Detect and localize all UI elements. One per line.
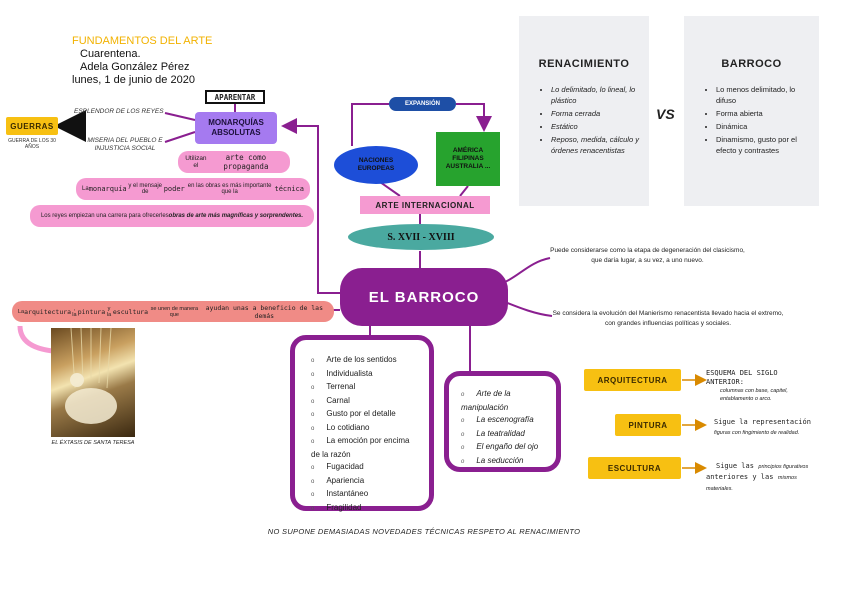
naciones-ellipse: NACIONES EUROPEAS bbox=[334, 146, 418, 184]
list-item: Instantáneo bbox=[311, 488, 419, 502]
pintura-box: PINTURA bbox=[615, 414, 681, 436]
footer-note: NO SUPONE DEMASIADAS NOVEDADES TÉCNICAS … bbox=[267, 527, 581, 536]
ren-item: Forma cerrada bbox=[551, 108, 641, 119]
renacimiento-panel: RENACIMIENTO Lo delimitado, lo lineal, l… bbox=[519, 16, 649, 206]
int-c: , la bbox=[72, 305, 77, 318]
int-b: arquitectura bbox=[24, 307, 72, 316]
pill-propaganda: Utilizan el arte como propaganda bbox=[178, 151, 290, 173]
escultura-box: ESCULTURA bbox=[588, 457, 681, 479]
el-barroco-title: EL BARROCO bbox=[340, 268, 508, 326]
renacimiento-title: RENACIMIENTO bbox=[538, 58, 630, 70]
list-item: Arte de la manipulación bbox=[461, 388, 550, 414]
note-manierismo: Se considera la evolución del Manierismo… bbox=[552, 310, 784, 327]
arquitectura-box: ARQUITECTURA bbox=[584, 369, 681, 391]
list-item: La escenografía bbox=[461, 414, 550, 428]
pill2-e: en las obras es más importante que la bbox=[187, 183, 272, 195]
guerras-sub: GUERRA DE LOS 30 AÑOS bbox=[8, 138, 56, 150]
list-item: Lo cotidiano bbox=[311, 422, 419, 436]
pill2-c: y el mensaje de bbox=[128, 183, 162, 195]
pill2-f: técnica bbox=[274, 185, 304, 193]
header-line2: Adela González Pérez bbox=[80, 61, 190, 73]
list-item: Terrenal bbox=[311, 381, 419, 395]
barroco-title: BARROCO bbox=[721, 58, 782, 70]
list-item: Fugacidad bbox=[311, 461, 419, 475]
arq-note-a: ESQUEMA DEL SIGLO ANTERIOR: bbox=[706, 369, 778, 386]
barroco-panel: BARROCO Lo menos delimitado, lo difuso F… bbox=[684, 16, 819, 206]
monarquias-box: MONARQUÍAS ABSOLUTAS bbox=[195, 112, 277, 144]
bar-item: Dinámica bbox=[716, 121, 811, 132]
note-degeneracion: Puede considerarse como la etapa de dege… bbox=[550, 247, 745, 264]
america-box: AMÉRICA FILIPINAS AUSTRALIA ... bbox=[436, 132, 500, 186]
manipulation-list: Arte de la manipulaciónLa escenografíaLa… bbox=[444, 371, 561, 472]
expansion-box: EXPANSIÓN bbox=[389, 97, 456, 111]
int-g: se unen de manera que bbox=[150, 305, 199, 318]
pill1-text-a: Utilizan el bbox=[185, 155, 207, 169]
pill2-d: poder bbox=[163, 185, 185, 193]
arq-note-b: columnas con base, capitel, entablamento… bbox=[720, 388, 788, 402]
list-item: El engaño del ojo bbox=[461, 441, 550, 455]
arte-internacional-box: ARTE INTERNACIONAL bbox=[360, 196, 490, 214]
pill-reyes: Los reyes empiezan una carrera para ofre… bbox=[30, 205, 314, 227]
int-f: escultura bbox=[112, 307, 149, 316]
siglos-ellipse: S. XVII - XVIII bbox=[348, 224, 494, 250]
pill2-b: monarquía bbox=[88, 185, 127, 193]
arquitectura-note: ESQUEMA DEL SIGLO ANTERIOR: columnas con… bbox=[706, 369, 818, 403]
list-item: La seducción bbox=[461, 455, 550, 469]
list-item: Apariencia bbox=[311, 475, 419, 489]
pill-monarquia: La monarquía y el mensaje de poder en la… bbox=[76, 178, 310, 200]
ren-item: Reposo, medida, cálculo y órdenes renace… bbox=[551, 134, 641, 156]
guerras-box: GUERRAS bbox=[6, 117, 58, 135]
int-a: La bbox=[18, 308, 25, 315]
header-title: FUNDAMENTOS DEL ARTE bbox=[72, 35, 213, 47]
list-item: La emoción por encima de la razón bbox=[311, 435, 419, 461]
bar-item: Lo menos delimitado, lo difuso bbox=[716, 84, 811, 106]
ren-item: Estático bbox=[551, 121, 641, 132]
esc-note-d: mismos materiales. bbox=[706, 475, 797, 492]
bar-item: Dinamismo, gusto por el efecto y contras… bbox=[716, 134, 811, 156]
pill2-a: La bbox=[82, 186, 89, 192]
header-line1: Cuarentena. bbox=[80, 48, 141, 60]
splendor-label: ESPLENDOR DE LOS REYES bbox=[74, 108, 164, 115]
esc-note-a: Sigue las bbox=[716, 462, 754, 470]
pill3-a: Los reyes empiezan una carrera para ofre… bbox=[40, 213, 169, 219]
list-item: Carnal bbox=[311, 395, 419, 409]
aparentar-box: APARENTAR bbox=[205, 90, 265, 104]
pin-note-a: Sigue la representación bbox=[714, 418, 811, 426]
image-caption: EL ÉXTASIS DE SANTA TERESA bbox=[51, 440, 135, 446]
ren-item: Lo delimitado, lo lineal, lo plástico bbox=[551, 84, 641, 106]
list-item: Arte de los sentidos bbox=[311, 354, 419, 368]
vs-label: VS bbox=[656, 106, 675, 122]
misery-label: MISERIA DEL PUEBLO E INJUSTICIA SOCIAL bbox=[87, 137, 163, 152]
pin-note-b: figuras con fingimiento de realidad. bbox=[714, 430, 800, 436]
esc-note-b: principios figurativos bbox=[758, 464, 809, 470]
int-h: ayudan unas a beneficio de las demás bbox=[205, 303, 324, 320]
statue-shape-icon bbox=[65, 327, 117, 424]
escultura-note: Sigue las principios figurativos anterio… bbox=[706, 460, 824, 493]
bar-item: Forma abierta bbox=[716, 108, 811, 119]
pill3-b: obras de arte más magníficas y sorprende… bbox=[168, 213, 304, 219]
pintura-note: Sigue la representación figuras con fing… bbox=[714, 416, 824, 437]
list-item: Fragilidad bbox=[311, 502, 419, 516]
list-item: La teatralidad bbox=[461, 428, 550, 442]
header-line3: lunes, 1 de junio de 2020 bbox=[72, 74, 195, 86]
int-e: y la bbox=[106, 305, 112, 318]
list-item: Individualista bbox=[311, 368, 419, 382]
characteristics-list: Arte de los sentidosIndividualistaTerren… bbox=[290, 335, 434, 512]
header: FUNDAMENTOS DEL ARTE Cuarentena. Adela G… bbox=[72, 35, 212, 87]
integration-bar: La arquitectura, la pintura y la escultu… bbox=[12, 301, 334, 322]
int-d: pintura bbox=[77, 307, 106, 316]
esc-note-c: anteriores y las bbox=[706, 473, 774, 481]
santa-teresa-image bbox=[51, 327, 135, 437]
list-item: Gusto por el detalle bbox=[311, 408, 419, 422]
pill1-text-b: arte como propaganda bbox=[223, 153, 269, 171]
